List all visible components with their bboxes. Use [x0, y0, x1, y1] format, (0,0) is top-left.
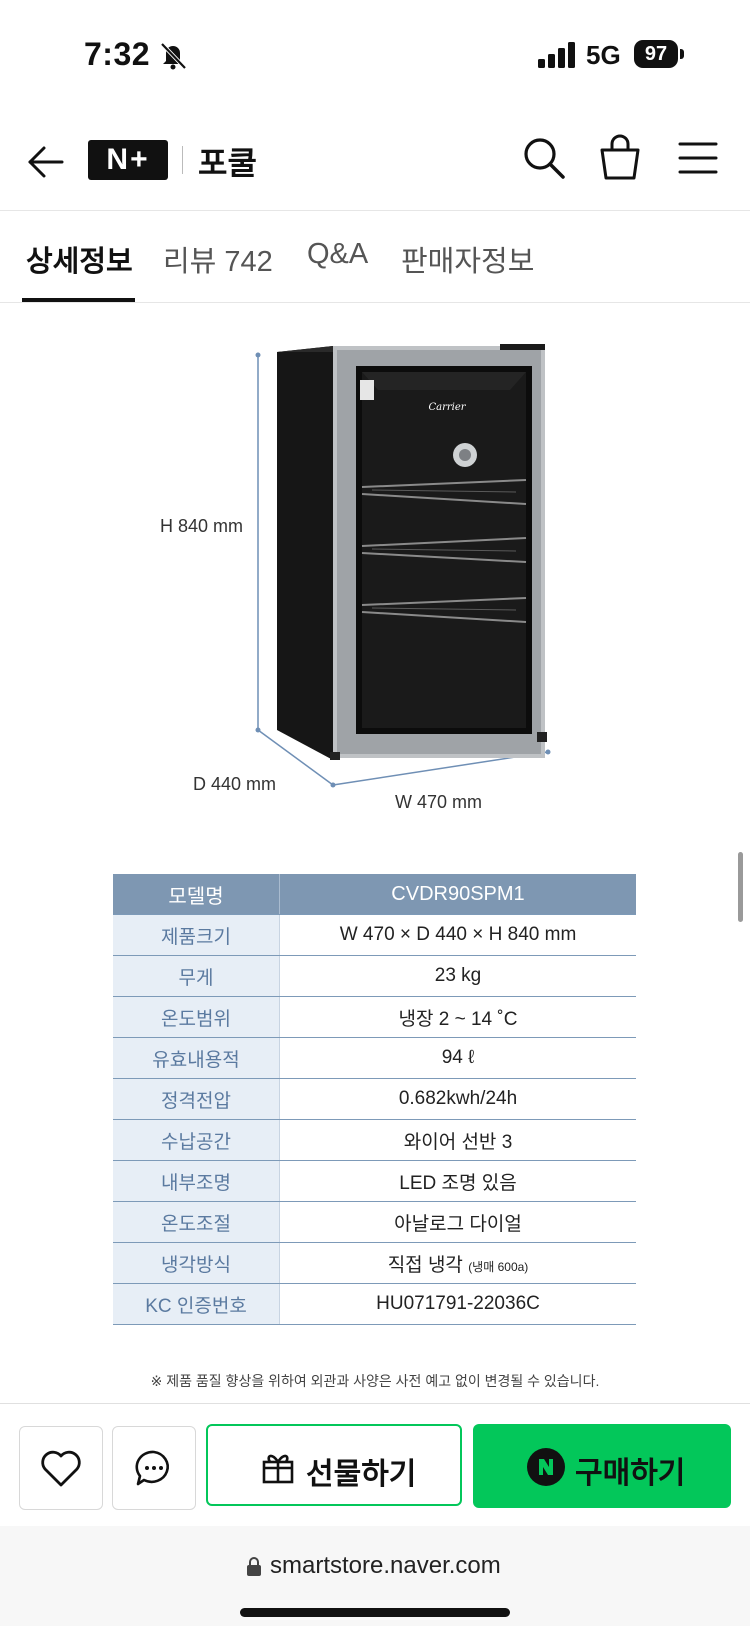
- spec-row: 제품크기 W 470 × D 440 × H 840 mm: [113, 914, 636, 956]
- spec-row: 내부조명 LED 조명 있음: [113, 1160, 636, 1202]
- buy-button[interactable]: 구매하기: [473, 1424, 731, 1508]
- spec-value: 와이어 선반 3: [279, 1119, 636, 1161]
- spec-value-note: (냉매 600a): [468, 1259, 529, 1274]
- signal-icon: [538, 42, 575, 68]
- spec-value: 94 ℓ: [279, 1037, 636, 1079]
- spec-key: KC 인증번호: [113, 1283, 280, 1325]
- spec-value: LED 조명 있음: [279, 1160, 636, 1202]
- spec-key: 수납공간: [113, 1119, 280, 1161]
- spec-value: 냉장 2 ~ 14 ˚C: [279, 996, 636, 1038]
- spec-row: 냉각방식 직접 냉각 (냉매 600a): [113, 1242, 636, 1284]
- spec-key: 무게: [113, 955, 280, 997]
- buy-button-label: 구매하기: [575, 1457, 686, 1490]
- bell-slash-icon: [160, 42, 187, 70]
- product-diagram: Carrier H 840 mm D 440 mm W 470 mm: [0, 330, 750, 812]
- spec-value: 아날로그 다이얼: [279, 1201, 636, 1243]
- spec-key: 유효내용적: [113, 1037, 280, 1079]
- spec-key: 냉각방식: [113, 1242, 280, 1284]
- status-time: 7:32: [84, 36, 151, 72]
- spec-value: HU071791-22036C: [279, 1283, 636, 1325]
- browser-url-bar[interactable]: smartstore.naver.com: [0, 1526, 750, 1626]
- tab-qna[interactable]: Q&A: [307, 238, 369, 270]
- spec-value: 직접 냉각: [387, 1254, 463, 1276]
- spec-value: W 470 × D 440 × H 840 mm: [279, 914, 636, 956]
- spec-key: 온도범위: [113, 996, 280, 1038]
- active-tab-indicator: [22, 298, 135, 302]
- spec-key: 정격전압: [113, 1078, 280, 1120]
- store-name[interactable]: 포쿨: [198, 145, 257, 181]
- spec-value-cell: 직접 냉각 (냉매 600a): [279, 1242, 636, 1284]
- home-indicator[interactable]: [240, 1608, 510, 1617]
- spec-row: 유효내용적 94 ℓ: [113, 1037, 636, 1079]
- shopping-bag-icon[interactable]: [596, 132, 644, 182]
- lock-icon: [247, 1557, 261, 1576]
- talk-talk-button[interactable]: [112, 1426, 196, 1510]
- spec-table: 모델명 CVDR90SPM1 제품크기 W 470 × D 440 × H 84…: [113, 874, 636, 1325]
- tab-seller-info[interactable]: 판매자정보: [401, 246, 535, 278]
- back-arrow-icon[interactable]: [24, 138, 72, 186]
- spec-value: 0.682kwh/24h: [279, 1078, 636, 1120]
- brand-logo: Carrier: [428, 402, 466, 413]
- width-dimension-label: W 470 mm: [395, 792, 483, 812]
- spec-footnote: ※ 제품 품질 향상을 위하여 외관과 사양은 사전 예고 없이 변경될 수 있…: [150, 1373, 600, 1389]
- spec-key: 내부조명: [113, 1160, 280, 1202]
- hamburger-menu-icon[interactable]: [676, 136, 720, 180]
- fridge-image: Carrier: [255, 344, 551, 788]
- gift-button-label: 선물하기: [306, 1458, 417, 1491]
- wishlist-button[interactable]: [19, 1426, 103, 1510]
- spec-key: 온도조절: [113, 1201, 280, 1243]
- search-icon[interactable]: [520, 134, 568, 182]
- spec-key: 모델명: [113, 874, 280, 915]
- heart-icon: [41, 1450, 81, 1487]
- spec-row: 무게 23 kg: [113, 955, 636, 997]
- height-dimension-label: H 840 mm: [160, 516, 244, 536]
- purchase-action-bar: 선물하기 구매하기: [0, 1403, 750, 1527]
- tab-reviews[interactable]: 리뷰 742: [163, 246, 273, 278]
- spec-key: 제품크기: [113, 914, 280, 956]
- header-divider: [182, 146, 183, 174]
- gift-icon: [262, 1454, 294, 1484]
- product-tabs: 상세정보 리뷰 742 Q&A 판매자정보: [0, 210, 750, 303]
- naver-plus-logo[interactable]: N+: [88, 140, 168, 180]
- status-bar: 7:32 5G 97: [0, 0, 750, 110]
- spec-header-row: 모델명 CVDR90SPM1: [113, 874, 636, 915]
- spec-row: 수납공간 와이어 선반 3: [113, 1119, 636, 1161]
- spec-row: 정격전압 0.682kwh/24h: [113, 1078, 636, 1120]
- spec-row: 온도조절 아날로그 다이얼: [113, 1201, 636, 1243]
- battery-nub: [680, 49, 684, 59]
- scrollbar-thumb[interactable]: [738, 852, 743, 922]
- tab-detail[interactable]: 상세정보: [26, 246, 133, 278]
- network-label: 5G: [586, 40, 621, 70]
- naver-pay-icon: [527, 1448, 565, 1486]
- chat-bubble-icon: [135, 1450, 169, 1486]
- spec-value: CVDR90SPM1: [279, 874, 636, 915]
- depth-dimension-label: D 440 mm: [193, 774, 277, 794]
- battery-indicator: 97: [634, 40, 678, 68]
- spec-row: KC 인증번호 HU071791-22036C: [113, 1283, 636, 1325]
- store-header: N+ 포쿨: [0, 118, 750, 211]
- spec-value: 23 kg: [279, 955, 636, 997]
- gift-button[interactable]: 선물하기: [206, 1424, 462, 1506]
- spec-row: 온도범위 냉장 2 ~ 14 ˚C: [113, 996, 636, 1038]
- url-text: smartstore.naver.com: [270, 1552, 501, 1579]
